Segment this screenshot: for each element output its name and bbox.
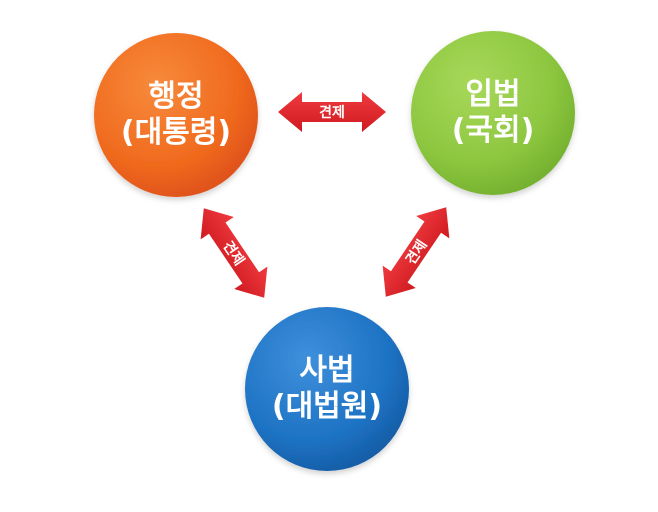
- arrow-label-executive-legislative: 견제: [319, 104, 345, 121]
- legislative-title: 입법: [465, 77, 520, 112]
- executive-circle: [94, 33, 258, 197]
- judicial-subtitle: (대법원): [272, 389, 382, 424]
- double-arrow-icon: [382, 207, 450, 297]
- double-arrow-icon: [278, 92, 386, 132]
- executive-node: 행정 (대통령): [94, 33, 258, 197]
- judicial-circle: [245, 307, 409, 471]
- arrow-legislative-judicial: 견제: [382, 207, 450, 297]
- arrow-executive-legislative: 견제: [278, 92, 386, 132]
- executive-subtitle: (대통령): [121, 115, 231, 150]
- legislative-node: 입법 (국회): [411, 31, 575, 195]
- judicial-title: 사법: [299, 353, 354, 388]
- judicial-node: 사법 (대법원): [245, 307, 409, 471]
- double-arrow-icon: [200, 208, 268, 298]
- legislative-subtitle: (국회): [452, 113, 535, 148]
- arrow-executive-judicial: 견제: [200, 208, 268, 298]
- executive-title: 행정: [148, 79, 203, 114]
- legislative-circle: [411, 31, 575, 195]
